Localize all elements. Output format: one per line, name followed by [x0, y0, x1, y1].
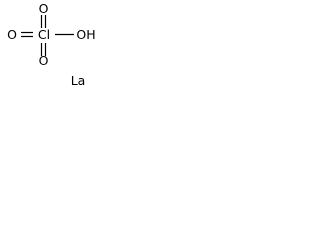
counter-ion-lanthanum: La — [71, 73, 86, 88]
atom-chlorine: Cl — [38, 27, 50, 42]
atom-hydroxyl: OH — [76, 27, 95, 42]
atom-oxygen-bottom: O — [39, 53, 49, 68]
atom-oxygen-left: O — [7, 27, 17, 42]
atom-oxygen-top: O — [39, 1, 49, 16]
structure-diagram: O O Cl OH O La — [7, 1, 96, 88]
